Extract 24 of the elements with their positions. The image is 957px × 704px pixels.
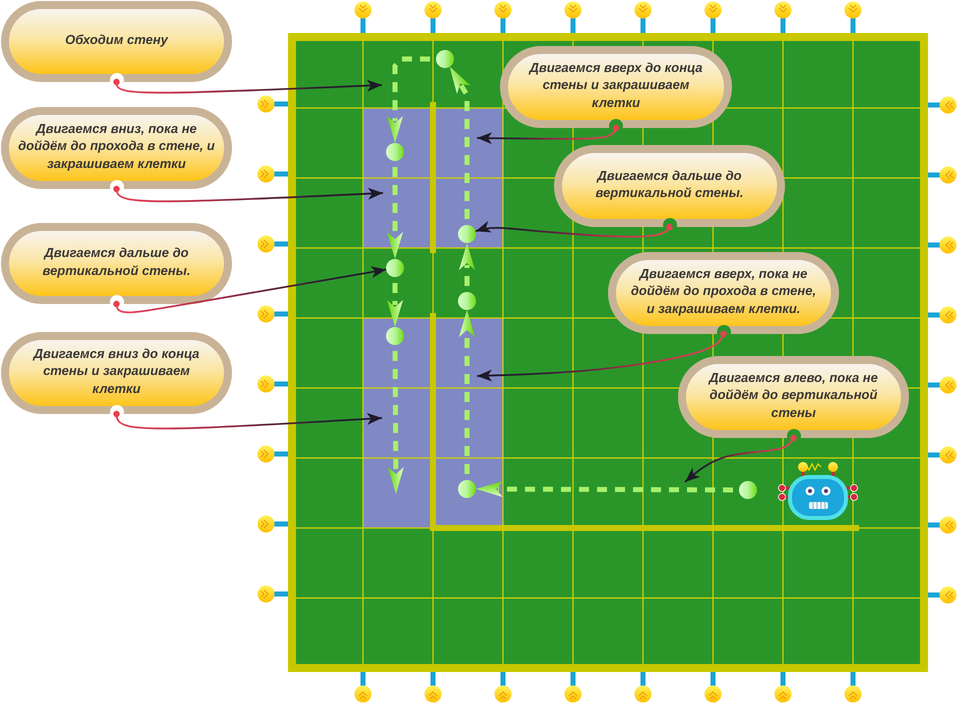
leader-line — [476, 330, 727, 382]
leader-line — [113, 78, 382, 94]
leader-line — [475, 220, 673, 238]
leader-line — [113, 266, 386, 314]
callout-text: Двигаемся вниз до конца стены и закрашиваем клетки — [32, 344, 200, 398]
waypoint-dot — [386, 259, 404, 277]
waypoint-dot — [386, 327, 404, 345]
waypoint-dot — [458, 225, 476, 243]
callout-text: Двигаемся дальше до вертикальной стены. — [594, 166, 744, 202]
callout-text: Обходим стену — [65, 30, 168, 48]
waypoint-dot — [436, 50, 454, 68]
leader-line — [684, 434, 797, 483]
callout-text: Двигаемся вверх до конца стены и закрашиваем клетки — [528, 58, 704, 112]
waypoint-dot — [458, 292, 476, 310]
callout-text: Двигаемся влево, пока не дойдём до вертикальной стены — [707, 368, 879, 422]
waypoint-dot — [386, 143, 404, 161]
callout-text: Двигаемся вверх, пока не дойдём до прохода в стене, и закрашиваем клетки. — [630, 264, 816, 318]
leader-line — [113, 186, 384, 202]
leader-line — [113, 410, 382, 430]
waypoint-dot — [739, 481, 757, 499]
waypoint-dot — [458, 480, 476, 498]
callout-text: Двигаемся дальше до вертикальной стены. — [42, 244, 192, 279]
leader-line — [476, 124, 620, 144]
callout-text: Двигаемся вниз, пока не дойдём до прохода в стене, и закрашиваем клетки — [17, 120, 216, 172]
